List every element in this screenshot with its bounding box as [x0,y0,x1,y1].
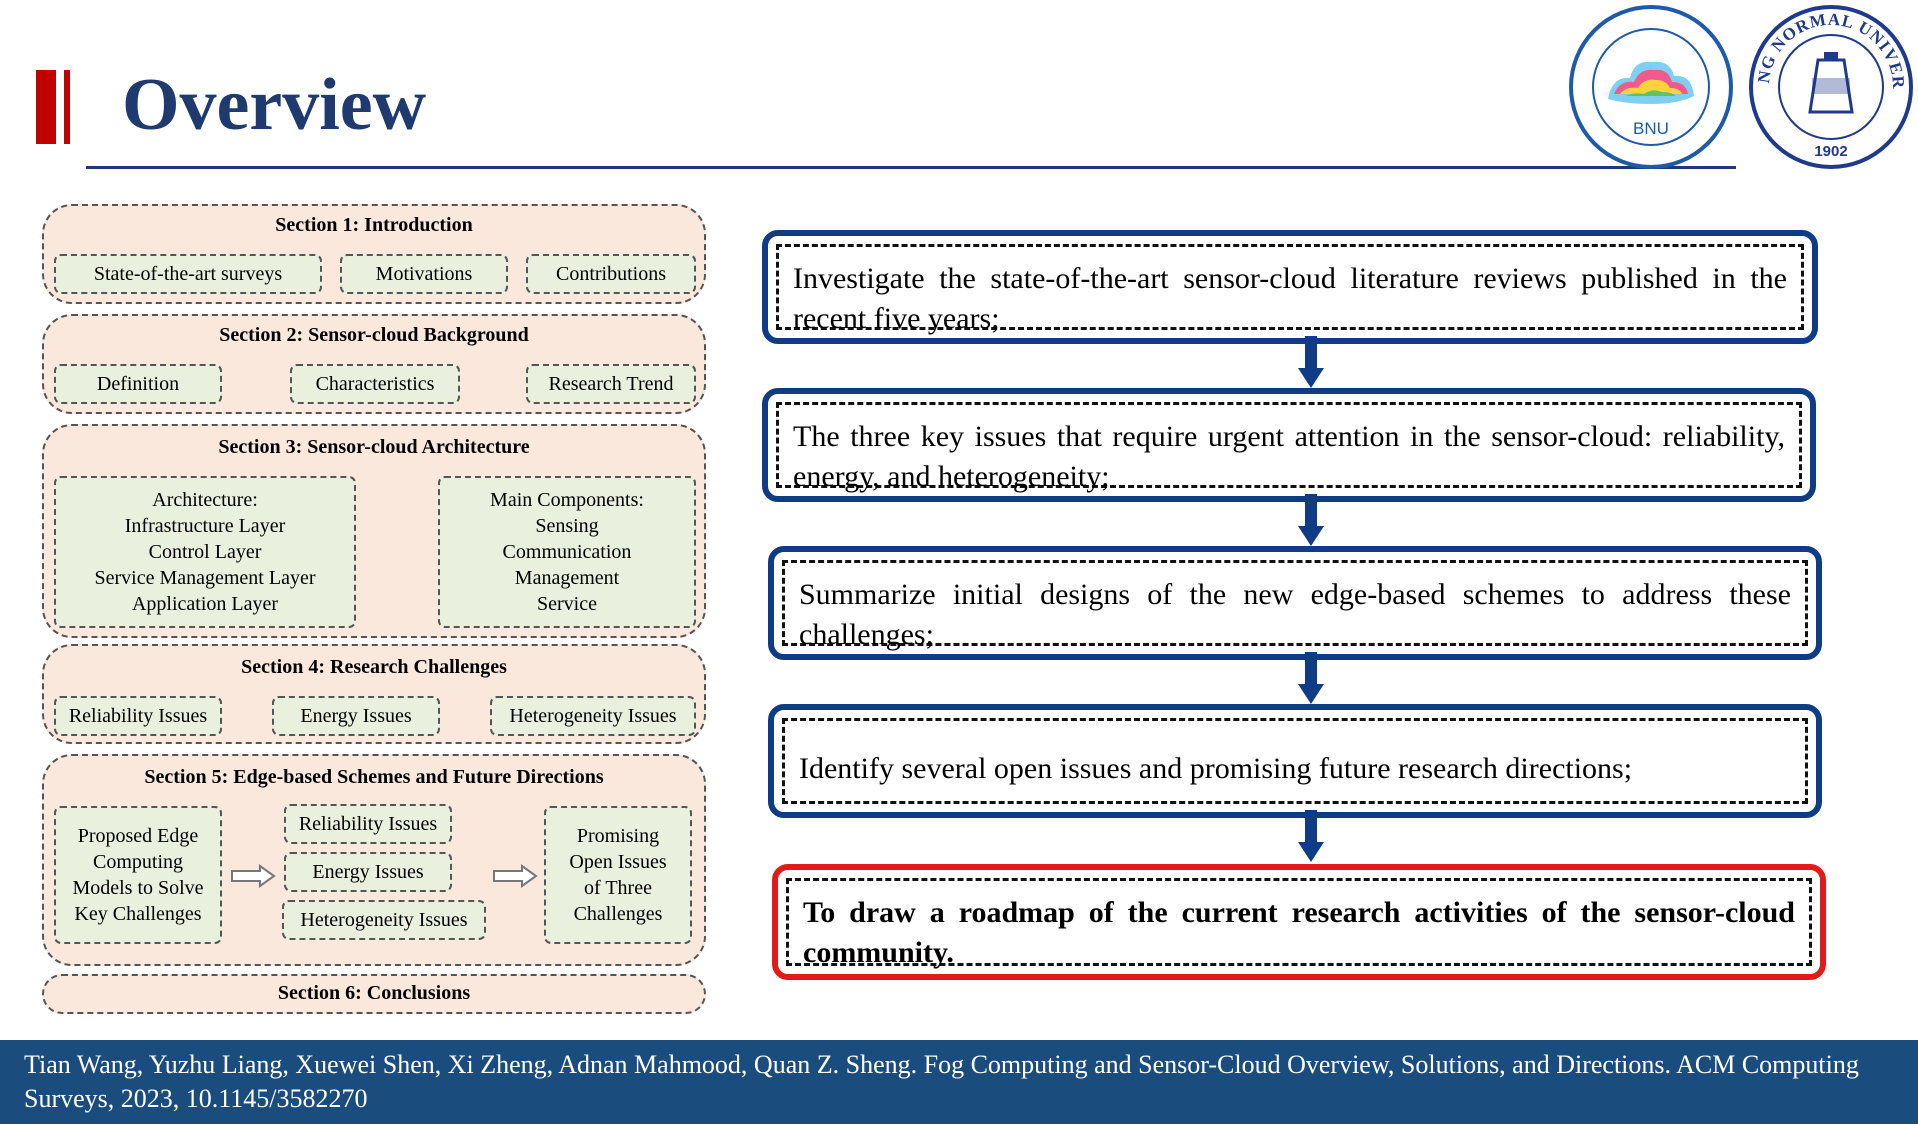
item-heterogeneity-issues: Heterogeneity Issues [490,696,696,736]
item-research-trend: Research Trend [526,364,696,404]
down-arrow-icon [1298,810,1324,862]
footer-citation: Tian Wang, Yuzhu Liang, Xuewei Shen, Xi … [0,1040,1918,1124]
section-1-title: Section 1: Introduction [275,214,473,236]
seal-year: 1902 [1814,143,1847,160]
proposed-line-2: Computing [92,851,183,873]
section-4-title: Section 4: Research Challenges [241,656,507,678]
flow-step-4-text: Identify several open issues and promisi… [782,718,1808,804]
s5-reliability-issues: Reliability Issues [284,804,452,844]
section-2-background: Section 2: Sensor-cloud Background Defin… [42,314,706,414]
page-title: Overview [122,64,427,146]
promising-line-1: Promising [576,825,660,847]
flow-step-5-text: To draw a roadmap of the current researc… [786,878,1812,969]
main-components-box: Main Components: Sensing Communication M… [438,476,696,628]
section-6-conclusions: Section 6: Conclusions [42,974,706,1014]
beijing-normal-university-seal: BEIJING NORMAL UNIVERSITY 1902 [1748,4,1914,170]
section-6-title: Section 6: Conclusions [277,982,471,1004]
item-energy-issues: Energy Issues [272,696,440,736]
section-3-architecture: Section 3: Sensor-cloud Architecture Arc… [42,424,706,638]
proposed-line-3: Models to Solve [72,877,204,899]
flow-step-3: Summarize initial designs of the new edg… [768,546,1822,660]
flow-step-2: The three key issues that require urgent… [762,388,1816,502]
layer-control: Control Layer [148,541,262,563]
promising-line-2: Open Issues [569,851,667,873]
layer-infrastructure: Infrastructure Layer [124,515,286,537]
architecture-layers-box: Architecture: Infrastructure Layer Contr… [54,476,356,628]
layer-service-management: Service Management Layer [94,567,316,589]
bnu-logo-text: BNU [1633,119,1669,138]
section-4-challenges: Section 4: Research Challenges Reliabili… [42,644,706,744]
header-divider [86,166,1736,169]
section-1-introduction: Section 1: Introduction State-of-the-art… [42,204,706,304]
item-characteristics: Characteristics [290,364,460,404]
promising-line-4: Challenges [573,903,663,925]
s5-heterogeneity-issues: Heterogeneity Issues [282,900,486,940]
section-3-title: Section 3: Sensor-cloud Architecture [218,436,530,458]
flow-step-1-text: Investigate the state-of-the-art sensor-… [776,244,1804,335]
s5-energy-issues: Energy Issues [284,852,452,892]
flow-step-5-goal: To draw a roadmap of the current researc… [772,864,1826,980]
title-accent-bar-thin [64,70,70,144]
arrow-right-icon [493,864,538,888]
layer-application: Application Layer [131,593,279,615]
architecture-heading: Architecture: [152,489,258,511]
component-sensing: Sensing [535,515,599,537]
item-contributions: Contributions [526,254,696,294]
proposed-edge-models-box: Proposed Edge Computing Models to Solve … [54,806,222,944]
component-service: Service [537,593,597,615]
item-reliability-issues: Reliability Issues [54,696,222,736]
item-definition: Definition [54,364,222,404]
flow-step-1: Investigate the state-of-the-art sensor-… [762,230,1818,344]
section-2-title: Section 2: Sensor-cloud Background [219,324,529,346]
down-arrow-icon [1298,336,1324,388]
promising-line-3: of Three [584,877,652,899]
flow-step-3-text: Summarize initial designs of the new edg… [782,560,1808,651]
flow-step-2-text: The three key issues that require urgent… [776,402,1802,493]
bnu-engineering-center-logo: BNU [1568,4,1734,170]
promising-open-issues-box: Promising Open Issues of Three Challenge… [544,806,692,944]
down-arrow-icon [1298,494,1324,546]
proposed-line-4: Key Challenges [74,903,202,925]
component-communication: Communication [502,541,632,563]
components-heading: Main Components: [490,489,644,511]
proposed-line-1: Proposed Edge [77,825,199,847]
item-motivations: Motivations [340,254,508,294]
section-5-edge-schemes: Section 5: Edge-based Schemes and Future… [42,754,706,966]
flow-step-4: Identify several open issues and promisi… [768,704,1822,818]
title-accent-bar [36,70,56,144]
section-5-title: Section 5: Edge-based Schemes and Future… [144,766,604,788]
arrow-right-icon [231,864,276,888]
component-management: Management [514,567,620,589]
item-state-of-the-art-surveys: State-of-the-art surveys [54,254,322,294]
down-arrow-icon [1298,652,1324,704]
